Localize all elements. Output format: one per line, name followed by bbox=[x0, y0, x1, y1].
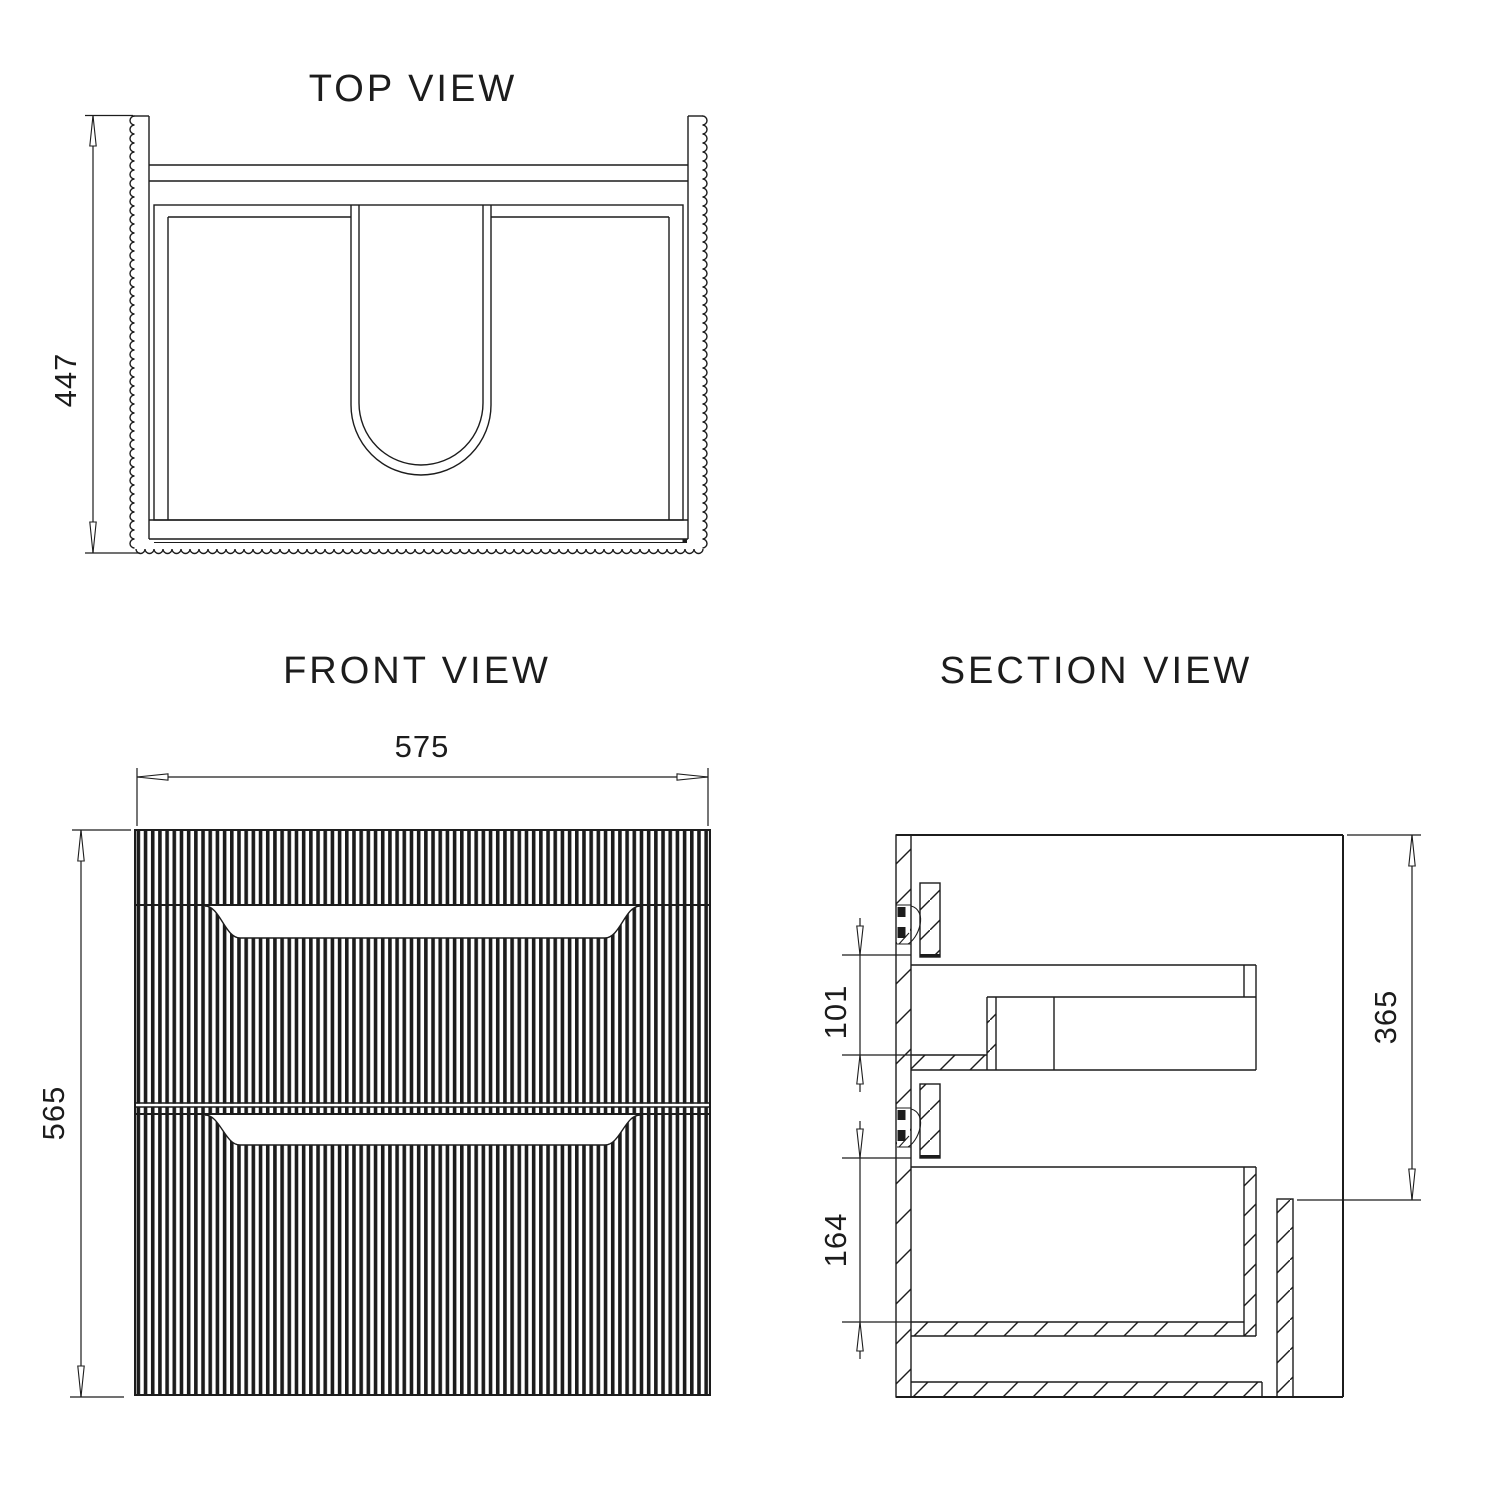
bracket-top-clip-b bbox=[897, 927, 906, 938]
bracket-top-roller bbox=[907, 905, 922, 945]
top-view-front-flute-edge bbox=[135, 548, 704, 555]
top-drawer-rim bbox=[911, 964, 1257, 998]
bracket-bottom-clip-a bbox=[897, 1110, 906, 1120]
top-view-title: TOP VIEW bbox=[309, 68, 517, 110]
dimension-575-arrow-left bbox=[136, 773, 169, 781]
dimension-447-arrow-top bbox=[89, 115, 97, 147]
drawer-divider-lines bbox=[135, 1102, 710, 1108]
bracket-top-clip-a bbox=[897, 907, 906, 917]
section-top-rail bbox=[919, 882, 941, 958]
top-drawer-recess-edge bbox=[204, 905, 641, 939]
bottom-rail-block bbox=[919, 1083, 941, 1159]
section-slide-bracket-top bbox=[896, 904, 922, 945]
dimension-101-arrow-bottom bbox=[856, 1054, 864, 1085]
top-drawer-back-hatch bbox=[987, 997, 996, 1070]
dimension-164: 164 bbox=[818, 1121, 911, 1359]
bottom-drawer-front-hatch bbox=[1244, 1167, 1256, 1336]
section-bottom-panel-edges bbox=[911, 1381, 1263, 1397]
dimension-101-extension-lines bbox=[842, 954, 911, 1056]
dimension-164-arrow-top bbox=[856, 1128, 864, 1159]
top-drawer-recess-fill bbox=[205, 906, 640, 938]
dimension-447: 447 bbox=[48, 114, 140, 554]
top-view-opening-inner bbox=[167, 216, 670, 520]
dimension-365-arrow-bottom bbox=[1408, 1168, 1416, 1201]
dimension-164-extension-lines bbox=[842, 1157, 911, 1323]
sink-cutout-inner bbox=[358, 205, 484, 466]
dimension-365-arrow-top bbox=[1408, 834, 1416, 867]
top-drawer-bottom-hatch bbox=[911, 1055, 987, 1070]
front-view-drawing: FRONT VIEW 575 565 bbox=[36, 650, 711, 1398]
top-view-drawing: TOP VIEW 447 bbox=[48, 68, 708, 555]
front-cabinet-outline bbox=[134, 829, 711, 1396]
dimension-365: 365 bbox=[1297, 834, 1421, 1201]
dimension-565: 565 bbox=[36, 829, 131, 1398]
top-view-front-rail bbox=[149, 519, 688, 540]
dimension-164-arrow-bottom bbox=[856, 1321, 864, 1352]
dimension-101: 101 bbox=[818, 918, 911, 1092]
top-view-left-flute-edge bbox=[129, 115, 135, 549]
dimension-447-label: 447 bbox=[48, 353, 83, 408]
section-view-drawing: SECTION VIEW bbox=[818, 650, 1421, 1398]
bottom-drawer-bottom-hatch bbox=[911, 1322, 1244, 1336]
bottom-drawer-recess-fill bbox=[205, 1115, 640, 1145]
dimension-447-arrow-bottom bbox=[89, 521, 97, 554]
dimension-565-label: 565 bbox=[36, 1086, 71, 1141]
dimension-575-label: 575 bbox=[395, 729, 450, 764]
bracket-bottom-roller bbox=[907, 1108, 922, 1148]
dimension-565-arrow-bottom bbox=[77, 1365, 85, 1398]
section-bottom-rail bbox=[919, 1083, 941, 1159]
dimension-575-extension-lines bbox=[136, 768, 709, 826]
bracket-top-hatch-tick bbox=[898, 932, 910, 945]
bracket-bottom-clip-b bbox=[897, 1130, 906, 1141]
bottom-drawer-walls bbox=[911, 1166, 1257, 1336]
bottom-drawer-bottom-edges bbox=[911, 1321, 1256, 1337]
section-cabinet-outline bbox=[896, 834, 1344, 1398]
drawer-divider-gap bbox=[135, 1103, 710, 1107]
top-drawer-box-lines bbox=[911, 997, 1257, 1071]
dimension-565-extension-lines bbox=[70, 829, 131, 1398]
dimension-565-arrow-top bbox=[77, 829, 85, 862]
section-view-title: SECTION VIEW bbox=[940, 650, 1253, 692]
dimension-575: 575 bbox=[136, 729, 709, 826]
section-slide-bracket-bottom bbox=[896, 1107, 922, 1148]
section-bottom-panel-hatch bbox=[911, 1382, 1262, 1397]
bracket-bottom-hatch-tick bbox=[898, 1135, 910, 1148]
dimension-164-label: 164 bbox=[818, 1213, 853, 1268]
sink-cutout-outer bbox=[350, 205, 492, 476]
top-view-back-rail bbox=[149, 164, 688, 182]
bottom-drawer-recess-edge bbox=[204, 1114, 641, 1146]
top-view-opening-outer bbox=[153, 204, 684, 521]
front-view-title: FRONT VIEW bbox=[283, 650, 551, 692]
top-rail-block bbox=[919, 882, 941, 958]
dimension-365-label: 365 bbox=[1368, 990, 1403, 1045]
top-view-corner-block bbox=[682, 539, 687, 543]
dimension-365-extension-lines bbox=[1297, 834, 1421, 1201]
dimension-575-arrow-right bbox=[676, 773, 709, 781]
top-view-right-flute-edge bbox=[702, 115, 708, 549]
section-bottom-drawer bbox=[911, 1166, 1257, 1337]
section-front-panel bbox=[1276, 1198, 1294, 1398]
dimension-101-label: 101 bbox=[818, 985, 853, 1040]
section-top-drawer bbox=[911, 964, 1257, 1071]
dimension-101-arrow-top bbox=[856, 925, 864, 956]
